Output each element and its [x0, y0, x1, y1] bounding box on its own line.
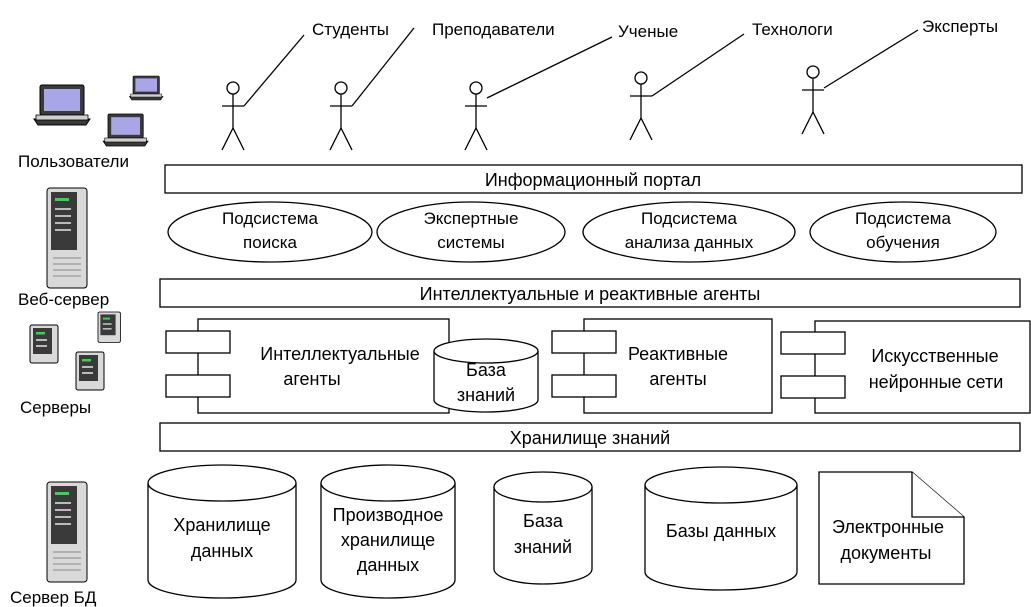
svg-text:Подсистема: Подсистема — [855, 209, 951, 228]
role-scientists: Ученые — [618, 22, 678, 41]
layer-agents: Интеллектуальные и реактивные агенты — [159, 278, 1021, 308]
svg-text:поиска: поиска — [243, 233, 297, 252]
component-knowledge-base-cylinder: База знаний — [433, 338, 539, 413]
svg-text:База: База — [523, 511, 564, 531]
svg-text:данных: данных — [357, 555, 419, 575]
svg-text:агенты: агенты — [649, 369, 706, 389]
role-students: Студенты — [312, 20, 389, 39]
servers-icon — [29, 311, 121, 391]
svg-text:анализа данных: анализа данных — [625, 233, 754, 252]
subsystem-expert-systems: Экспертные системы — [376, 201, 566, 263]
role-teachers: Преподаватели — [432, 20, 555, 39]
svg-text:Интеллектуальные и реактивные: Интеллектуальные и реактивные агенты — [420, 284, 761, 304]
svg-text:Реактивные: Реактивные — [628, 344, 728, 364]
label-web-server: Веб-сервер — [18, 290, 109, 309]
role-experts: Эксперты — [922, 17, 998, 36]
storage-data-warehouse: Хранилище данных — [147, 464, 297, 599]
svg-text:знаний: знаний — [514, 537, 572, 557]
actor-experts: Эксперты — [801, 17, 998, 135]
svg-text:Интеллектуальные: Интеллектуальные — [260, 344, 419, 364]
storage-databases: Базы данных — [644, 466, 798, 591]
storage-electronic-documents: Электронные документы — [818, 471, 965, 585]
web-server-icon — [46, 187, 88, 289]
component-neural-networks: Искусственные нейронные сети — [780, 320, 1031, 414]
label-db-server: Сервер БД — [10, 588, 97, 607]
users-devices-icon — [33, 75, 164, 147]
role-technologists: Технологи — [752, 20, 833, 39]
svg-text:системы: системы — [437, 233, 504, 252]
svg-text:Электронные: Электронные — [832, 517, 944, 537]
subsystem-data-analysis: Подсистема анализа данных — [582, 201, 796, 263]
svg-text:документы: документы — [841, 543, 932, 563]
actor-scientists: Ученые — [464, 22, 678, 151]
svg-text:знаний: знаний — [457, 385, 515, 405]
svg-text:Хранилище: Хранилище — [173, 515, 270, 535]
actor-students: Студенты — [221, 20, 389, 151]
layer-knowledge-store: Хранилище знаний — [159, 422, 1021, 452]
svg-text:данных: данных — [191, 541, 253, 561]
svg-text:обучения: обучения — [866, 233, 940, 252]
component-reactive-agents: Реактивные агенты — [551, 318, 773, 414]
storage-derived-warehouse: Производное хранилище данных — [320, 464, 456, 599]
layer-portal: Информационный портал — [164, 164, 1023, 194]
component-intelligent-agents: Интеллектуальные агенты — [165, 318, 450, 414]
actor-technologists: Технологи — [629, 20, 833, 141]
label-users: Пользователи — [18, 152, 129, 171]
svg-text:Искусственные: Искусственные — [871, 346, 998, 366]
label-servers: Серверы — [20, 398, 91, 417]
actor-teachers: Преподаватели — [329, 20, 555, 151]
svg-text:Информационный портал: Информационный портал — [485, 170, 701, 190]
svg-text:Подсистема: Подсистема — [222, 209, 318, 228]
svg-text:агенты: агенты — [283, 369, 340, 389]
svg-text:нейронные сети: нейронные сети — [869, 372, 1004, 392]
svg-text:Базы данных: Базы данных — [666, 521, 776, 541]
svg-text:База: База — [466, 360, 507, 380]
svg-text:Экспертные: Экспертные — [424, 209, 519, 228]
subsystem-learning: Подсистема обучения — [809, 201, 997, 263]
svg-text:Подсистема: Подсистема — [641, 209, 737, 228]
svg-text:Производное: Производное — [333, 505, 444, 525]
svg-text:хранилище: хранилище — [341, 530, 435, 550]
subsystem-search: Подсистема поиска — [167, 201, 373, 263]
storage-knowledge-base: База знаний — [493, 471, 593, 585]
db-server-icon — [46, 481, 88, 583]
svg-text:Хранилище знаний: Хранилище знаний — [510, 428, 670, 448]
